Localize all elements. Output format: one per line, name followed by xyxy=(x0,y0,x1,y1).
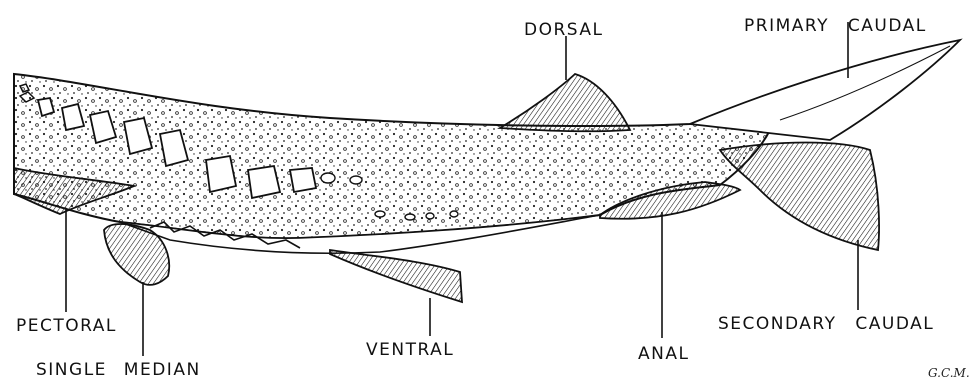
secondary-caudal-fin xyxy=(720,143,879,251)
artist-signature: G.C.M. xyxy=(928,366,970,380)
label-single-median: SINGLE MEDIAN xyxy=(36,362,201,379)
label-anal: ANAL xyxy=(638,346,689,363)
primary-caudal-fin xyxy=(690,40,960,140)
dorsal-fin xyxy=(500,74,630,131)
label-ventral: VENTRAL xyxy=(366,342,454,359)
label-primary-caudal: PRIMARY CAUDAL xyxy=(744,18,927,35)
ventral-fin xyxy=(330,250,462,302)
label-secondary-caudal: SECONDARY CAUDAL xyxy=(718,316,934,333)
label-pectoral: PECTORAL xyxy=(16,318,117,335)
label-dorsal: DORSAL xyxy=(524,22,604,39)
